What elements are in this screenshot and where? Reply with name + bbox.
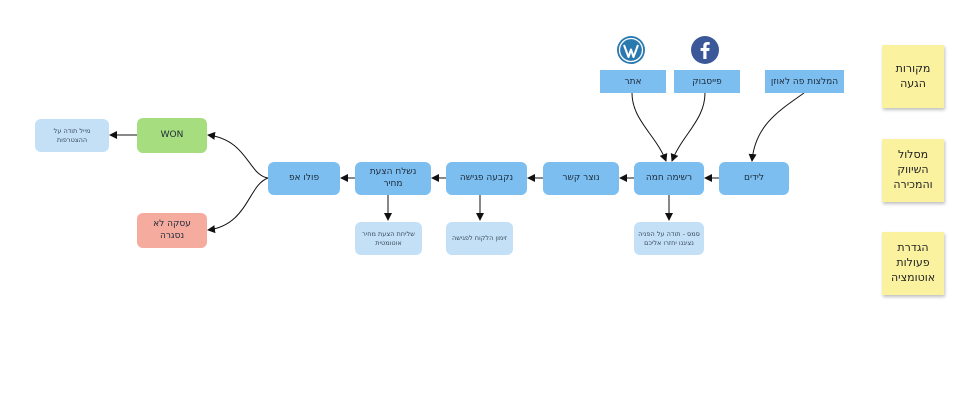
source-word-of-mouth[interactable]: המלצות פה לאוזן (765, 70, 844, 93)
node-won-label: WON (160, 129, 184, 140)
node-lost[interactable]: עסקה לא נסגרה (137, 213, 207, 248)
node-lost-label: עסקה לא נסגרה (153, 219, 191, 241)
source-site[interactable]: אתר (600, 70, 666, 93)
source-facebook[interactable]: פייסבוק (674, 70, 740, 93)
sticky-note-automation[interactable]: הגדרת פעולות אוטומציה (882, 232, 944, 295)
node-contact-made[interactable]: נוצר קשר (543, 162, 619, 195)
automation-sms[interactable]: סמס - תודה על הפניה נציגנו יחזרו אליכם (634, 222, 704, 255)
node-follow-up-label: פולו אפ (288, 172, 320, 183)
sticky-note-automation-text: הגדרת פעולות אוטומציה (890, 241, 936, 284)
arrow-follow-up-to-won (207, 131, 269, 179)
node-quote-sent[interactable]: נשלח הצעת מחיר (355, 162, 431, 195)
automation-quote-auto[interactable]: שליחת הצעת מחיר אוטומטית (355, 222, 422, 255)
node-leads[interactable]: לידים (719, 162, 789, 195)
arrow-word-of-mouth-to-leads (748, 92, 805, 162)
automation-meeting-invite[interactable]: זימון הלקוח לפגישה (446, 222, 513, 255)
node-quote-sent-label: נשלח הצעת מחיר (369, 167, 417, 189)
node-contact-made-label: נוצר קשר (562, 172, 600, 183)
automation-quote-auto-label: שליחת הצעת מחיר אוטומטית (362, 230, 415, 247)
node-meeting-set-label: נקבעה פגישה (459, 172, 514, 183)
sticky-note-funnel[interactable]: מסלול השיווק והמכירה (882, 139, 944, 202)
source-facebook-label: פייסבוק (692, 76, 722, 87)
source-site-label: אתר (624, 76, 642, 87)
node-follow-up[interactable]: פולו אפ (268, 162, 340, 195)
node-meeting-set[interactable]: נקבעה פגישה (446, 162, 527, 195)
source-word-of-mouth-label: המלצות פה לאוזן (770, 76, 839, 87)
arrow-follow-up-to-lost (207, 177, 269, 234)
sticky-note-sources[interactable]: מקורות הגעה (882, 45, 944, 108)
facebook-icon (691, 36, 719, 64)
arrow-site-to-hot-list (631, 92, 668, 162)
wordpress-icon (617, 36, 645, 64)
automation-thanks-mail[interactable]: מייל תודה על ההצטרפות (35, 119, 109, 152)
arrow-facebook-to-hot-list (670, 92, 706, 162)
sticky-note-sources-text: מקורות הגעה (895, 61, 931, 90)
automation-sms-label: סמס - תודה על הפניה נציגנו יחזרו אליכם (638, 230, 700, 247)
node-hot-list[interactable]: רשימה חמה (634, 162, 704, 195)
node-hot-list-label: רשימה חמה (645, 172, 693, 183)
node-won[interactable]: WON (137, 118, 207, 153)
automation-thanks-mail-label: מייל תודה על ההצטרפות (53, 127, 91, 144)
node-leads-label: לידים (743, 172, 765, 183)
automation-meeting-invite-label: זימון הלקוח לפגישה (451, 234, 508, 243)
sticky-note-funnel-text: מסלול השיווק והמכירה (893, 148, 933, 191)
